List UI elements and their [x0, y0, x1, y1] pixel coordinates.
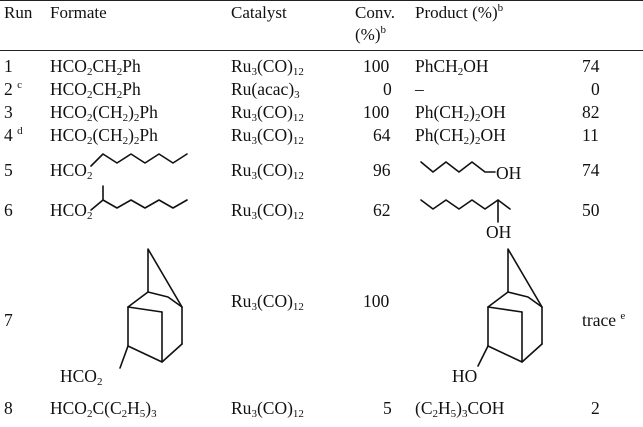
header-product: Product (%)b — [415, 3, 503, 23]
run-number: 1 — [4, 56, 13, 76]
yield-cell: 82 — [582, 102, 600, 122]
product-header-text: Product (%) — [415, 3, 498, 22]
conversion-cell: 64 — [373, 125, 391, 145]
norborneol-structure — [477, 248, 543, 367]
formate-cell: HCO2 — [50, 200, 93, 222]
header-conv: Conv. — [355, 3, 395, 22]
hexyl-chain-structure — [90, 153, 188, 167]
conversion-cell: 100 — [363, 56, 390, 76]
table-top-rule — [0, 0, 643, 1]
conversion-cell: 100 — [363, 102, 390, 122]
run-number: 4 d — [4, 125, 23, 145]
formate-cell: HCO2C(C2H5)3 — [50, 398, 157, 420]
yield-cell: 74 — [582, 160, 600, 180]
hexanol-chain-structure — [420, 161, 496, 173]
catalyst-cell: Ru3(CO)12 — [231, 102, 304, 124]
product-cell: – — [415, 79, 424, 99]
header-formate: Formate — [50, 3, 107, 22]
run-number: 8 — [4, 398, 13, 418]
product-footnote: b — [497, 2, 504, 14]
formate-cell: HCO2 — [50, 160, 93, 182]
product-cell: Ph(CH2)2OH — [415, 125, 506, 147]
yield-cell: trace e — [582, 310, 625, 330]
yield-cell: 74 — [582, 56, 600, 76]
run-number-text: 4 — [4, 125, 13, 145]
octan-2-yl-chain-structure — [90, 185, 188, 211]
yield-cell: 50 — [582, 200, 600, 220]
norbornyl-formate-structure — [119, 248, 183, 369]
run-number: 2 c — [4, 79, 22, 99]
run-footnote: d — [17, 125, 23, 137]
catalyst-cell: Ru3(CO)12 — [231, 200, 304, 222]
catalyst-cell: Ru3(CO)12 — [231, 291, 304, 313]
product-cell: OH — [486, 222, 512, 242]
run-number: 3 — [4, 102, 13, 122]
formate-cell: HCO2 — [60, 366, 103, 388]
product-cell: PhCH2OH — [415, 56, 489, 78]
conversion-cell: 0 — [383, 79, 392, 99]
formate-cell: HCO2CH2Ph — [50, 56, 141, 78]
formate-cell: HCO2(CH2)2Ph — [50, 102, 158, 124]
product-cell: OH — [496, 163, 522, 183]
catalyst-cell: Ru3(CO)12 — [231, 56, 304, 78]
conv-unit-text: (%) — [355, 25, 381, 44]
run-number: 6 — [4, 200, 13, 220]
run-footnote: c — [17, 79, 23, 91]
product-cell: HO — [452, 366, 478, 386]
header-conv-unit: (%)b — [355, 25, 386, 45]
yield-cell: 0 — [591, 79, 600, 99]
conversion-cell: 5 — [383, 398, 392, 418]
conversion-cell: 100 — [363, 291, 390, 311]
run-number-text: 2 — [4, 79, 13, 99]
formate-cell: HCO2(CH2)2Ph — [50, 125, 158, 147]
product-cell: Ph(CH2)2OH — [415, 102, 506, 124]
catalyst-cell: Ru3(CO)12 — [231, 398, 304, 420]
yield-footnote: e — [620, 310, 626, 322]
conversion-cell: 62 — [373, 200, 391, 220]
conversion-cell: 96 — [373, 160, 391, 180]
yield-text: trace — [582, 310, 616, 330]
run-number: 7 — [4, 310, 13, 330]
catalyst-cell: Ru3(CO)12 — [231, 125, 304, 147]
yield-cell: 11 — [582, 125, 599, 145]
run-number: 5 — [4, 160, 13, 180]
header-run: Run — [4, 3, 33, 22]
header-bottom-rule — [0, 50, 643, 51]
product-cell: (C2H5)3COH — [415, 398, 505, 420]
header-catalyst: Catalyst — [231, 3, 287, 22]
catalyst-cell: Ru(acac)3 — [231, 79, 300, 101]
conv-footnote: b — [380, 24, 386, 36]
yield-cell: 2 — [591, 398, 600, 418]
catalyst-cell: Ru3(CO)12 — [231, 160, 304, 182]
octan-2-ol-chain-structure — [420, 199, 511, 223]
formate-cell: HCO2CH2Ph — [50, 79, 141, 101]
